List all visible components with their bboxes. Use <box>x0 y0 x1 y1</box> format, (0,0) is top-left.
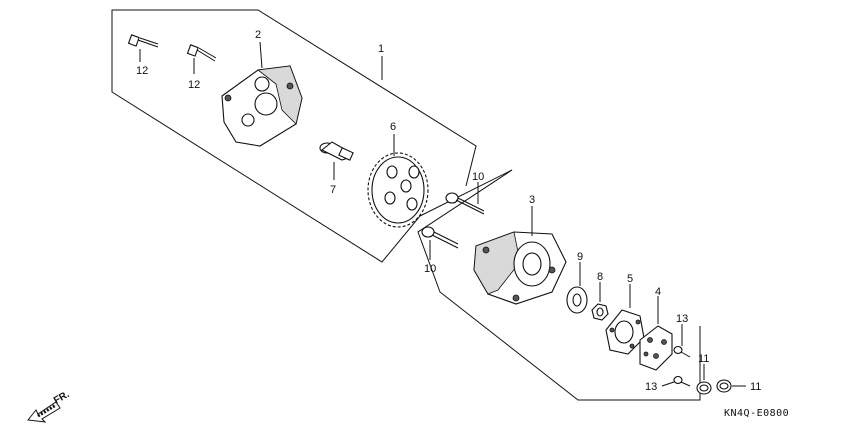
callout-11-upper: 11 <box>698 353 709 365</box>
screw-13-upper <box>673 345 691 358</box>
bolt-12-left <box>127 34 159 48</box>
callout-2: 2 <box>255 29 261 41</box>
diagram-reference-code: KN4Q-E0800 <box>724 408 789 419</box>
screw-13-lower <box>673 375 691 387</box>
callout-7: 7 <box>330 184 336 196</box>
callout-4: 4 <box>655 286 661 298</box>
callout-12-right: 12 <box>188 79 200 91</box>
leader-10-top <box>419 169 513 217</box>
callout-3: 3 <box>529 194 535 206</box>
pump-gear-6 <box>367 152 429 228</box>
leader-2 <box>259 41 263 69</box>
pump-shaft-7 <box>319 141 354 161</box>
direction-label: FR. <box>52 389 72 407</box>
callout-13-upper: 13 <box>676 313 688 325</box>
assembly-1-outline <box>111 9 477 263</box>
callout-11-lower: 11 <box>750 381 761 393</box>
bolt-10-upper <box>445 192 485 215</box>
o-ring-11-upper <box>696 381 712 395</box>
callout-8: 8 <box>597 271 603 283</box>
bolt-12-right <box>186 44 217 62</box>
gasket-5 <box>605 309 645 355</box>
pump-cover-2 <box>221 65 303 147</box>
callout-12-left: 12 <box>136 65 148 77</box>
front-direction-arrow-icon <box>27 401 61 423</box>
nut-8 <box>591 303 609 321</box>
callout-6: 6 <box>390 121 396 133</box>
callout-10-upper: 10 <box>472 171 484 183</box>
leader-13-lower <box>661 381 675 387</box>
callout-5: 5 <box>627 273 633 285</box>
callout-13-lower: 13 <box>645 381 657 393</box>
pump-body-3 <box>473 231 567 305</box>
washer-9 <box>566 286 588 314</box>
o-ring-11-lower <box>716 379 732 393</box>
callout-9: 9 <box>577 251 583 263</box>
bolt-10-lower <box>421 226 459 249</box>
callout-1: 1 <box>378 43 384 55</box>
plate-4 <box>639 325 673 371</box>
callout-10-lower: 10 <box>424 263 436 275</box>
